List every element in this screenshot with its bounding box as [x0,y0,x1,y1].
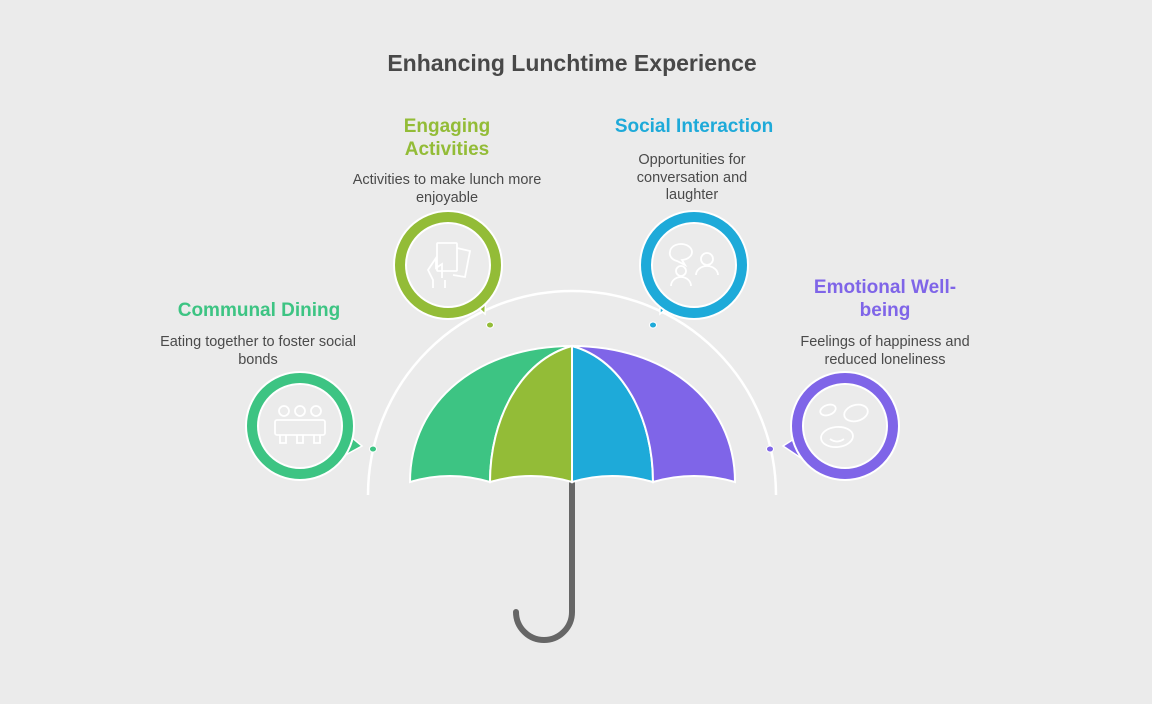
outer-arc [366,289,778,496]
umbrella-handle [513,479,575,643]
bubble-social-interaction [639,210,749,320]
hand-holding-cards-icon [426,242,472,288]
bubble-communal-dining [245,371,364,481]
heading-social-interaction: Social Interaction [614,116,774,137]
description-emotional-wellbeing: Feelings of happiness and reduced loneli… [800,334,970,368]
arc-dots [369,321,774,453]
heading-communal-dining: Communal Dining [177,300,341,321]
smiley-faces-icon [819,403,869,448]
people-at-table-icon [274,405,326,444]
description-communal-dining: Eating together to foster social bonds [160,334,356,368]
heading-emotional-wellbeing: Emotional Well-being [813,277,957,321]
people-chatting-icon [668,243,719,287]
canopy-segment-emotional-wellbeing [571,345,737,484]
bubble-engaging-activities [393,210,503,320]
canopy-segment-engaging-activities [488,344,573,484]
description-engaging-activities: Activities to make lunch more enjoyable [352,172,542,206]
page-title: Enhancing Lunchtime Experience [387,50,757,76]
description-social-interaction: Opportunities for conversation and laugh… [636,152,748,203]
bubble-emotional-wellbeing [781,371,900,481]
heading-engaging-activities: Engaging Activities [403,116,491,160]
